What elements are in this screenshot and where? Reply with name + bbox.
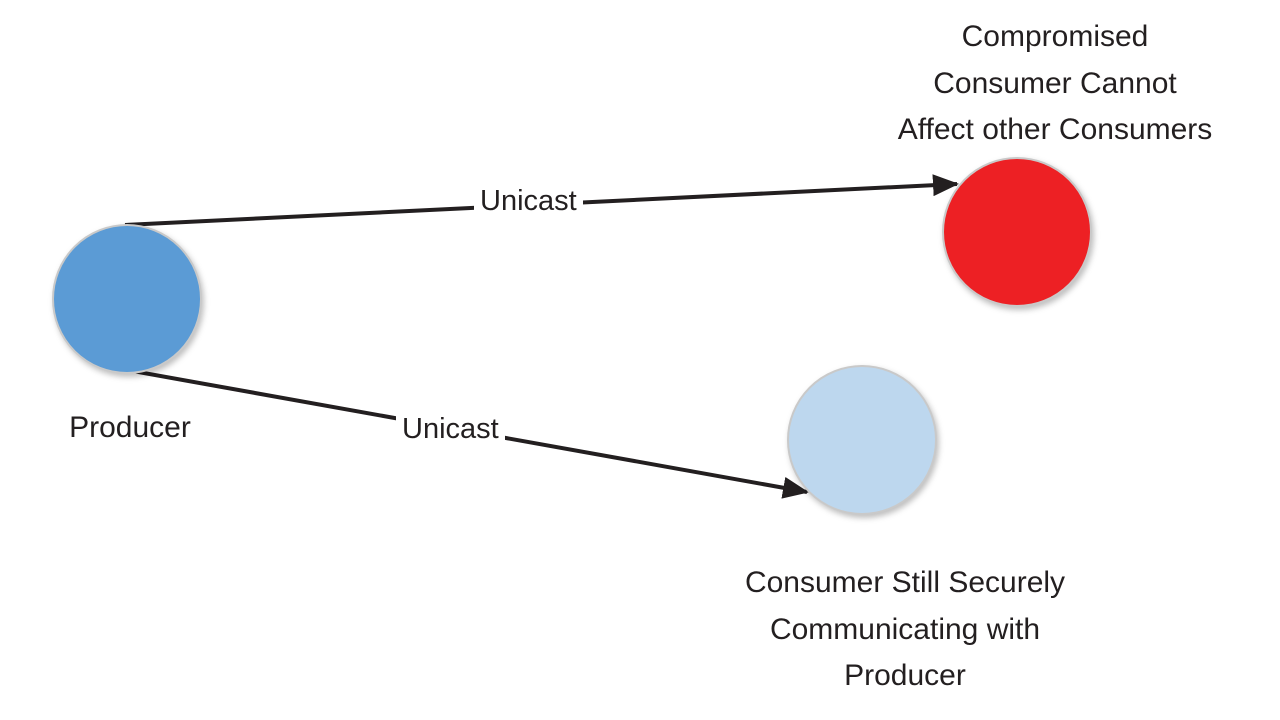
edge-label-unicast-bottom: Unicast (396, 413, 505, 446)
compromised-consumer-node-label: Compromised Consumer Cannot Affect other… (897, 20, 1213, 146)
secure-consumer-node-label: Consumer Still Securely Communicating wi… (744, 566, 1066, 692)
compromised-consumer-node (942, 157, 1092, 307)
producer-node-label: Producer (69, 411, 191, 444)
producer-node (52, 224, 202, 374)
secure-consumer-node (787, 365, 937, 515)
edge-label-unicast-top: Unicast (474, 185, 583, 218)
